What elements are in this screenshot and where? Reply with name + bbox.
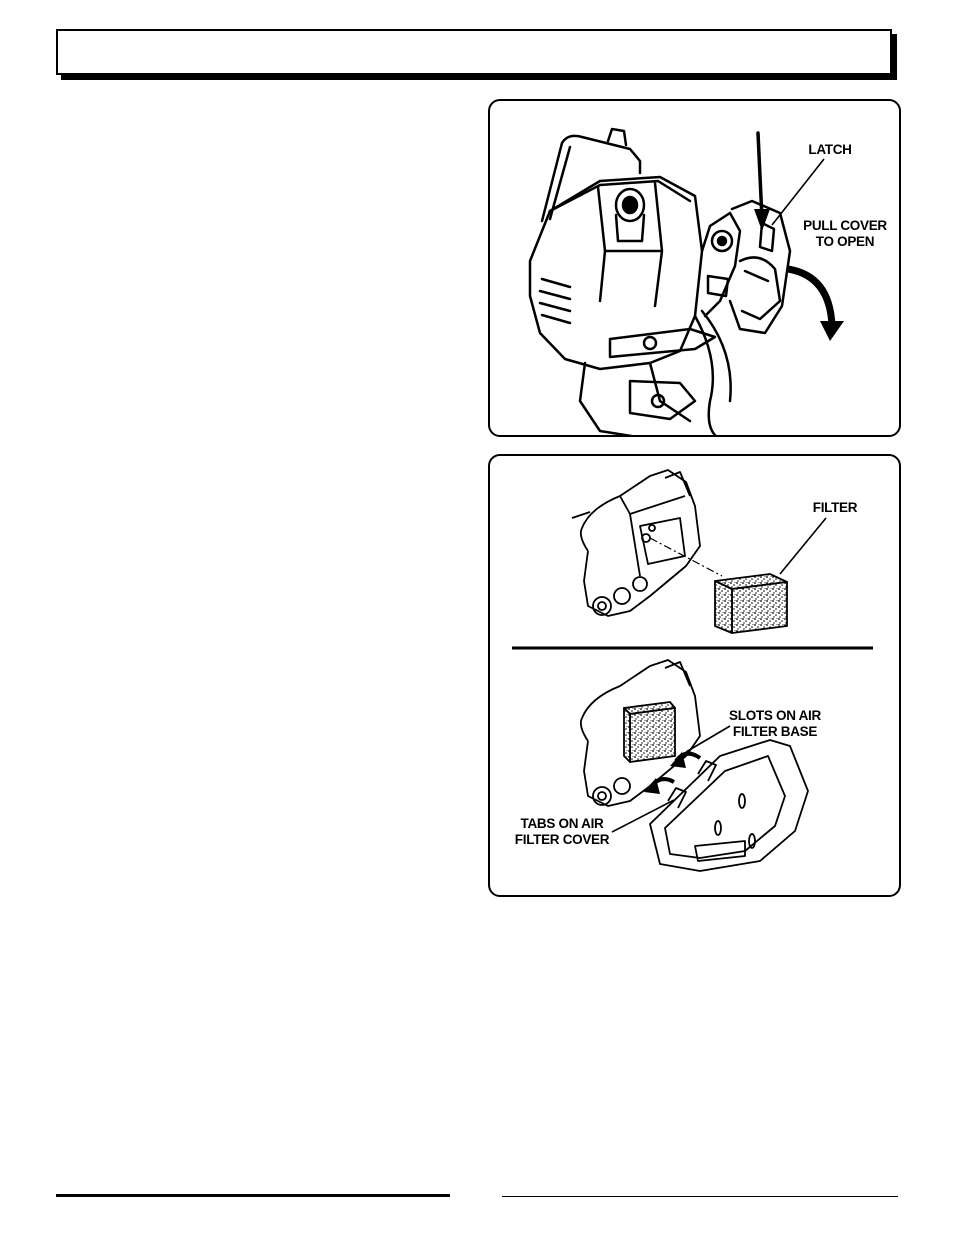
tabs-label-line2: FILTER COVER	[514, 832, 610, 847]
pull-cover-label: PULL COVER TO OPEN	[790, 218, 899, 250]
header-bar	[56, 29, 892, 75]
filter-illustration	[512, 469, 873, 872]
latch-label: LATCH	[808, 142, 852, 157]
tabs-label: TABS ON AIR FILTER COVER	[510, 816, 614, 848]
figure-open-cover: LATCH PULL COVER TO OPEN	[488, 99, 901, 437]
trimmer-engine-illustration	[528, 127, 844, 435]
footer-rule-left	[56, 1194, 450, 1197]
footer-rule-right	[502, 1196, 898, 1197]
slots-label-line1: SLOTS ON AIR	[729, 708, 821, 723]
slots-label-line2: FILTER BASE	[732, 724, 818, 739]
filter-label: FILTER	[812, 500, 858, 515]
slots-label: SLOTS ON AIR FILTER BASE	[716, 708, 834, 740]
pull-cover-label-line2: TO OPEN	[815, 234, 875, 249]
pull-cover-label-line1: PULL COVER	[803, 218, 887, 233]
figure-replace-filter: FILTER SLOTS ON AIR FILTER BASE TABS ON …	[488, 454, 901, 897]
tabs-label-line1: TABS ON AIR	[520, 816, 604, 831]
